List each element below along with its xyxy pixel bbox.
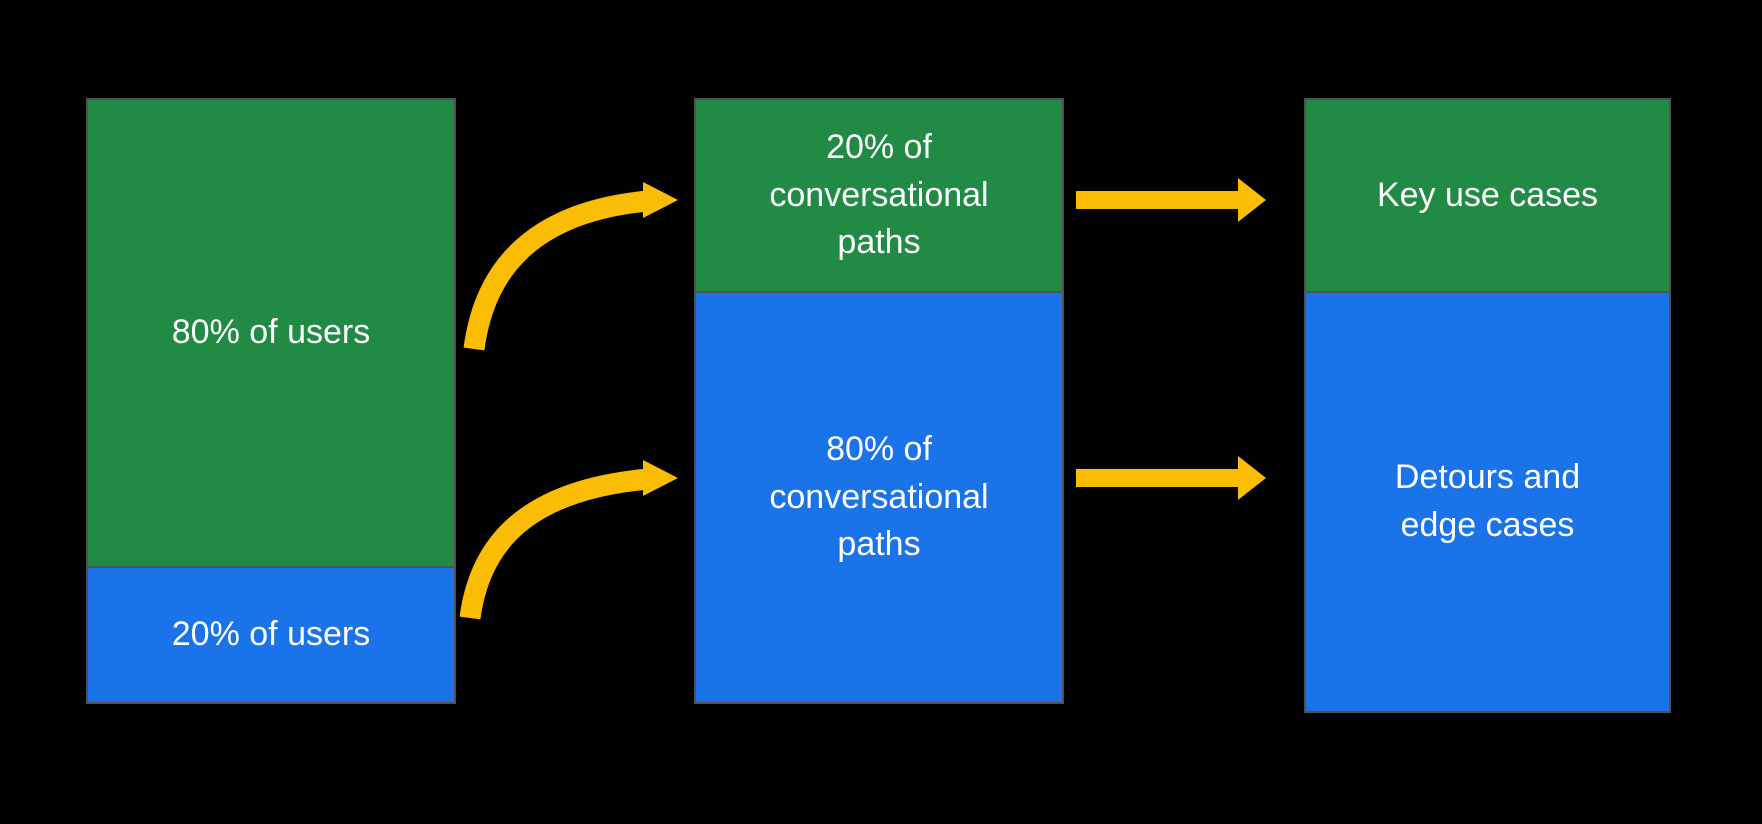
key-use-cases-label: Key use cases xyxy=(1376,175,1599,214)
users-80-label: 80% of users xyxy=(171,313,371,352)
paths-20-label: 20% of conversational paths xyxy=(769,128,989,262)
users-20-label: 20% of users xyxy=(171,615,371,654)
detours-edge-cases-segment: Detours and edge cases xyxy=(1306,291,1669,711)
paths-80-segment: 80% of conversational paths xyxy=(696,291,1062,702)
detours-edge-cases-label: Detours and edge cases xyxy=(1394,458,1581,544)
outcomes-bar: Key use cases Detours and edge cases xyxy=(1304,98,1671,713)
users-20-segment: 20% of users xyxy=(88,566,454,702)
paths-20-segment: 20% of conversational paths xyxy=(696,100,1062,291)
curved-arrow-bottom-icon xyxy=(459,460,678,620)
curved-arrow-top-icon xyxy=(463,182,678,351)
conversational-paths-bar: 20% of conversational paths 80% of conve… xyxy=(694,98,1064,704)
users-bar: 80% of users 20% of users xyxy=(86,98,456,704)
key-use-cases-segment: Key use cases xyxy=(1306,100,1669,291)
paths-80-label: 80% of conversational paths xyxy=(769,430,989,564)
straight-arrow-bottom-icon xyxy=(1076,456,1266,500)
users-80-segment: 80% of users xyxy=(88,100,454,566)
straight-arrow-top-icon xyxy=(1076,178,1266,222)
